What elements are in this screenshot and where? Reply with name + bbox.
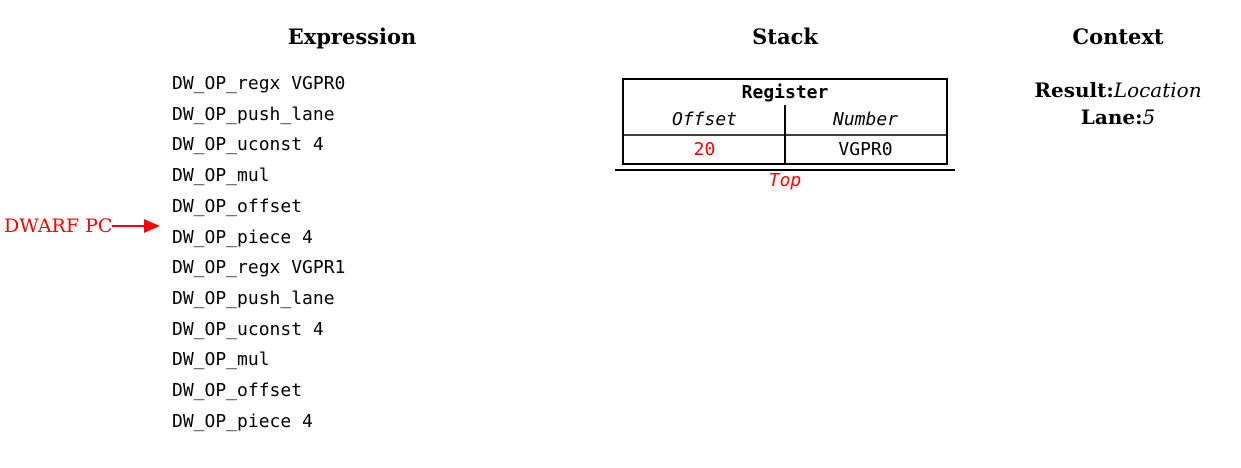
context-lane-value: 5 [1142,105,1156,129]
stack-entry-table: Register Offset Number 20 VGPR0 [622,78,948,165]
expression-op: DW_OP_push_lane [172,103,335,125]
dwarf-pc-arrow-line [112,225,146,227]
context-result-row: Result:Location [1018,79,1218,101]
dwarf-pc-label: DWARF PC [4,215,113,237]
stack-top-line [615,169,955,171]
expression-op: DW_OP_push_lane [172,288,335,310]
context-result-value: Location [1113,78,1202,102]
expression-op: DW_OP_regx VGPR0 [172,73,346,94]
stack-column-offset: Offset [671,109,738,130]
stack-column-divider [784,105,786,163]
stack-column-title: Stack [752,24,818,49]
expression-op: DW_OP_offset [172,380,303,402]
context-lane-row: Lane:5 [1018,106,1218,128]
stack-entry-type-label: Register [741,82,829,103]
stack-value-number: VGPR0 [838,139,893,160]
stack-entry-values: 20 VGPR0 [624,136,946,163]
expression-op: DW_OP_uconst 4 [172,134,324,156]
stack-column-number: Number [832,109,899,130]
expression-op: DW_OP_regx VGPR1 [172,257,346,279]
expression-column-title: Expression [287,24,417,49]
context-lane-label: Lane: [1080,105,1143,129]
expression-op: DW_OP_mul [172,349,270,371]
context-result-label: Result: [1034,78,1114,102]
stack-value-offset: 20 [693,139,716,160]
expression-op: DW_OP_piece 4 [172,226,313,248]
stack-top-label: Top [768,170,802,191]
expression-op: DW_OP_uconst 4 [172,318,324,340]
expression-op: DW_OP_piece 4 [172,410,313,432]
context-column-title: Context [1072,24,1164,49]
expression-op: DW_OP_offset [172,195,303,217]
stack-entry-column-headers: Offset Number [624,105,946,134]
expression-op: DW_OP_mul [172,165,270,187]
dwarf-pc-arrow-icon [144,219,160,233]
